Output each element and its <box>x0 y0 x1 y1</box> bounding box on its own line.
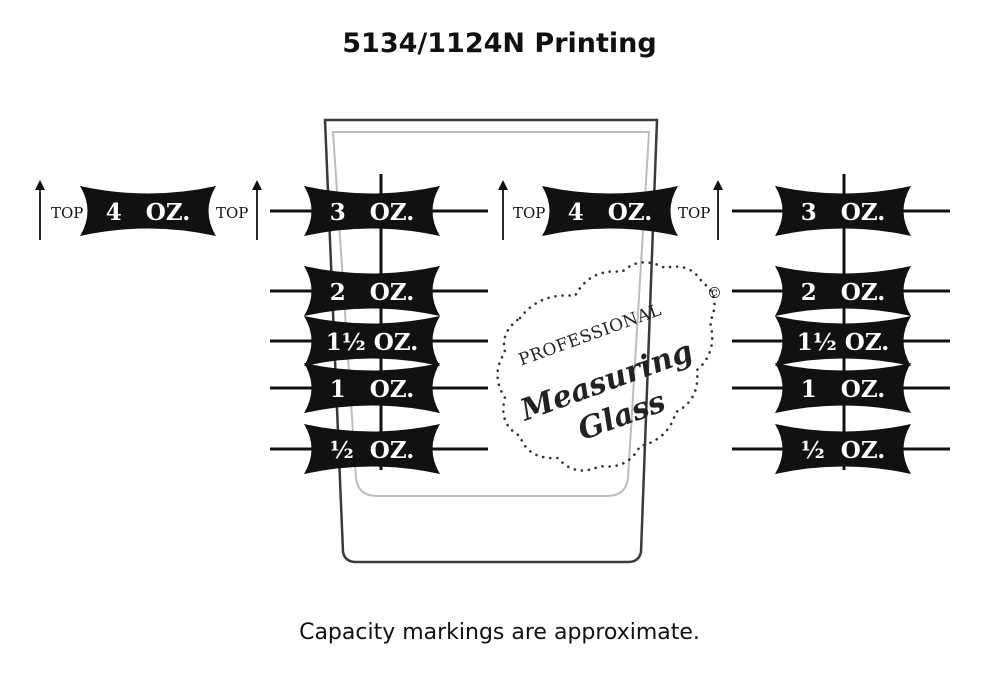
glass-outline <box>323 118 659 564</box>
scale-right-1oz: 1 OZ. <box>801 376 885 403</box>
measure-scale-left: 3 OZ. 2 OZ. 1½ OZ. 1 OZ. ½ OZ. <box>270 174 488 474</box>
top-label-middle-left: TOP <box>216 204 248 222</box>
scale-left-1-5oz: 1½ OZ. <box>326 329 418 356</box>
scale-right-half-oz: ½ OZ. <box>801 437 885 464</box>
top-label-left: TOP <box>51 204 83 222</box>
copyright-symbol: © <box>707 284 722 302</box>
scale-left-2oz: 2 OZ. <box>330 279 414 306</box>
top-arrow-middle-left <box>252 180 262 240</box>
top-arrow-center-right <box>713 180 723 240</box>
top-label-center-left: TOP <box>513 204 545 222</box>
logo-dotted-border <box>496 261 716 472</box>
four-oz-banner-center: 4 OZ. <box>542 186 678 236</box>
four-oz-banner-left: 4 OZ. <box>80 186 216 236</box>
scale-left-half-oz: ½ OZ. <box>330 437 414 464</box>
glass-inner-outline <box>331 131 651 497</box>
scale-left-1oz: 1 OZ. <box>330 376 414 403</box>
scale-right-3oz: 3 OZ. <box>801 199 885 226</box>
diagram-title: 5134/1124N Printing <box>342 28 657 59</box>
scale-left-3oz: 3 OZ. <box>330 199 414 226</box>
top-label-center-right: TOP <box>678 204 710 222</box>
scale-right-2oz: 2 OZ. <box>801 279 885 306</box>
professional-measuring-glass-logo: PROFESSIONAL Measuring Glass © <box>496 261 722 472</box>
four-oz-label-left: 4 OZ. <box>106 199 190 226</box>
top-arrow-left <box>35 180 45 240</box>
scale-right-1-5oz: 1½ OZ. <box>797 329 889 356</box>
measure-scale-right: 3 OZ. 2 OZ. 1½ OZ. 1 OZ. ½ OZ. <box>732 174 950 474</box>
capacity-footnote: Capacity markings are approximate. <box>299 620 700 645</box>
top-arrow-center-left <box>498 180 508 240</box>
four-oz-label-center: 4 OZ. <box>568 199 652 226</box>
